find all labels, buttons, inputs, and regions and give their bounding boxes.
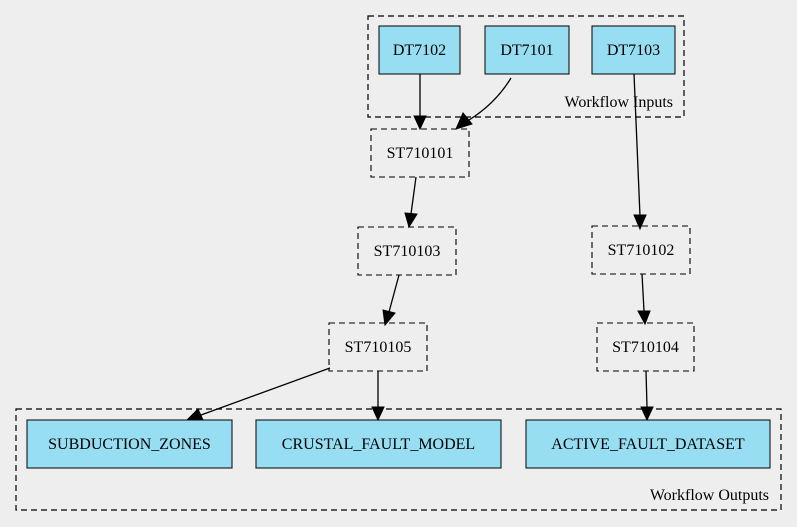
arrow-st710105-crustal [371, 406, 385, 422]
data-node-label: DT7101 [500, 42, 553, 59]
edge-dt7103-st710102 [633, 73, 641, 217]
arrow-dt7103-st710102 [633, 214, 647, 231]
step-node-st710104[interactable]: ST710104 [596, 322, 695, 372]
edge-st710102-st710104 [641, 273, 645, 312]
step-node-label: ST710104 [612, 339, 679, 356]
edge-dt7101-st710101 [468, 77, 512, 121]
data-node-active-fault-dataset[interactable]: ACTIVE_FAULT_DATASET [525, 419, 771, 469]
arrow-st710103-st710105 [382, 309, 396, 327]
step-node-st710102[interactable]: ST710102 [591, 225, 691, 275]
arrow-st710104-active [640, 406, 654, 422]
step-node-st710103[interactable]: ST710103 [357, 226, 457, 276]
step-node-st710105[interactable]: ST710105 [328, 322, 428, 372]
edge-st710104-active [645, 370, 648, 408]
arrow-dt7102-st710101 [413, 115, 427, 131]
arrow-st710102-st710104 [637, 310, 651, 326]
data-node-crustal-fault-model[interactable]: CRUSTAL_FAULT_MODEL [255, 419, 502, 469]
step-node-label: ST710105 [345, 339, 412, 356]
data-node-label: DT7103 [607, 42, 660, 59]
step-node-st710101[interactable]: ST710101 [370, 128, 470, 178]
data-node-label: CRUSTAL_FAULT_MODEL [282, 436, 475, 453]
cluster-workflow-outputs: Workflow Outputs [15, 408, 782, 511]
data-node-dt7101[interactable]: DT7101 [484, 25, 570, 75]
arrow-st710105-subduction [185, 408, 204, 421]
cluster-inputs-label: Workflow Inputs [565, 94, 673, 111]
data-node-label: SUBDUCTION_ZONES [48, 436, 211, 453]
arrow-st710101-st710103 [404, 212, 418, 229]
cluster-workflow-inputs: Workflow Inputs [367, 15, 685, 118]
data-node-subduction-zones[interactable]: SUBDUCTION_ZONES [26, 419, 233, 469]
step-node-label: ST710101 [387, 145, 454, 162]
arrow-dt7101-st710101 [455, 112, 473, 130]
edges [185, 73, 654, 422]
edge-st710103-st710105 [388, 274, 400, 313]
edge-st710105-subduction [200, 367, 331, 416]
step-node-label: ST710102 [608, 242, 675, 259]
step-node-label: ST710103 [374, 243, 441, 260]
data-node-label: ACTIVE_FAULT_DATASET [551, 436, 745, 453]
cluster-outputs-label: Workflow Outputs [650, 487, 769, 504]
data-node-label: DT7102 [393, 42, 446, 59]
data-node-dt7102[interactable]: DT7102 [378, 25, 461, 75]
edge-st710101-st710103 [410, 176, 417, 215]
data-node-dt7103[interactable]: DT7103 [591, 25, 676, 75]
